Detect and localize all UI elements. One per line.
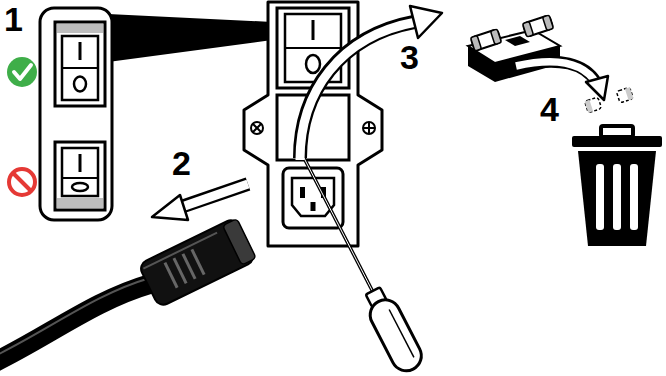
- blown-fuse: [585, 97, 602, 113]
- switch-on-wrong: [62, 148, 98, 196]
- check-icon: [7, 57, 37, 87]
- module-power-switch: [277, 8, 349, 88]
- power-plug: [183, 254, 195, 279]
- trash-can: [596, 164, 604, 230]
- power-plug: [138, 217, 256, 307]
- power-plug: [223, 219, 257, 266]
- fuse-holder: [523, 15, 554, 37]
- blown-fuse: [616, 87, 633, 103]
- check-icon: [14, 65, 31, 79]
- unplug-arrow: [152, 184, 248, 220]
- remove-drawer-arrow: [300, 22, 416, 160]
- fuse-holder: [471, 29, 502, 51]
- fuse-holder: [523, 15, 554, 37]
- remove-drawer-arrow: [300, 6, 442, 160]
- power-plug: [138, 217, 257, 308]
- power-plug: [165, 263, 177, 288]
- unplug-arrow: [152, 195, 188, 220]
- callout-number: 3: [400, 40, 419, 74]
- fuse-holder: [471, 36, 482, 51]
- screwdriver: [304, 158, 427, 376]
- callout-number: 1: [4, 2, 23, 36]
- power-plug: [192, 249, 204, 274]
- switch-callout-panel: [40, 8, 112, 220]
- trash-can: [572, 136, 662, 147]
- screwdriver: [304, 158, 374, 294]
- fuse-holder: [523, 22, 534, 37]
- module-power-switch: [285, 47, 341, 49]
- power-cord: [0, 284, 150, 362]
- switch-off-correct: [62, 67, 98, 69]
- switch-callout-panel: [40, 8, 272, 220]
- prohibited-icon: [9, 169, 35, 195]
- power-inlet-socket: [292, 178, 334, 216]
- power-inlet-socket: [300, 187, 305, 198]
- switch-on-wrong: [62, 177, 98, 179]
- blown-fuse: [625, 87, 633, 100]
- fuse-holder: [542, 15, 553, 30]
- prohibited-icon: [9, 169, 35, 195]
- trash-can: [578, 151, 656, 246]
- power-entry-module: [364, 123, 374, 133]
- trash-can: [572, 126, 662, 246]
- blown-fuse: [585, 87, 634, 113]
- fuse-holder: [490, 29, 501, 44]
- trash-can: [630, 164, 638, 230]
- power-entry-module: [363, 122, 375, 134]
- switch-off-correct: [62, 36, 98, 100]
- module-power-switch: [306, 55, 320, 73]
- discard-fuse-arrow: [516, 62, 597, 84]
- power-cord: [0, 278, 150, 356]
- check-icon: [7, 57, 37, 87]
- switch-off-correct: [57, 24, 103, 33]
- unplug-arrow: [176, 184, 248, 209]
- switch-off-correct: [55, 22, 105, 106]
- switch-on-wrong: [55, 142, 105, 210]
- screwdriver: [365, 295, 427, 376]
- switch-callout-panel: [108, 14, 272, 62]
- fuse-holder: [505, 36, 530, 46]
- switch-off-correct: [55, 22, 105, 106]
- trash-can: [613, 164, 621, 230]
- power-entry-module: [251, 122, 263, 134]
- module-power-switch: [277, 8, 349, 88]
- blown-fuse: [585, 100, 593, 113]
- callout-number: 4: [540, 92, 559, 126]
- switch-on-wrong: [55, 142, 105, 210]
- prohibited-icon: [13, 173, 31, 191]
- module-power-switch: [312, 20, 315, 40]
- switch-on-wrong: [57, 198, 103, 208]
- screwdriver: [304, 158, 374, 294]
- power-cord: [0, 278, 150, 362]
- power-plug: [143, 233, 217, 269]
- switch-on-wrong: [72, 183, 88, 191]
- switch-off-correct: [79, 42, 82, 60]
- fuse-holder: [468, 46, 495, 82]
- fuse-holder: [468, 15, 560, 82]
- switch-off-correct: [74, 77, 86, 92]
- power-inlet-socket: [311, 202, 316, 211]
- discard-fuse-arrow: [516, 62, 608, 100]
- blown-fuse: [585, 97, 602, 113]
- callout-number: 2: [172, 146, 191, 180]
- screwdriver: [359, 284, 426, 376]
- screwdriver: [389, 309, 414, 357]
- discard-fuse-arrow: [586, 76, 608, 100]
- trash-can: [601, 126, 633, 137]
- blown-fuse: [616, 87, 633, 103]
- power-plug: [174, 258, 186, 283]
- remove-drawer-arrow: [410, 6, 442, 38]
- power-entry-module: [253, 124, 261, 132]
- fuse-holder: [471, 29, 502, 51]
- switch-on-wrong: [79, 154, 82, 172]
